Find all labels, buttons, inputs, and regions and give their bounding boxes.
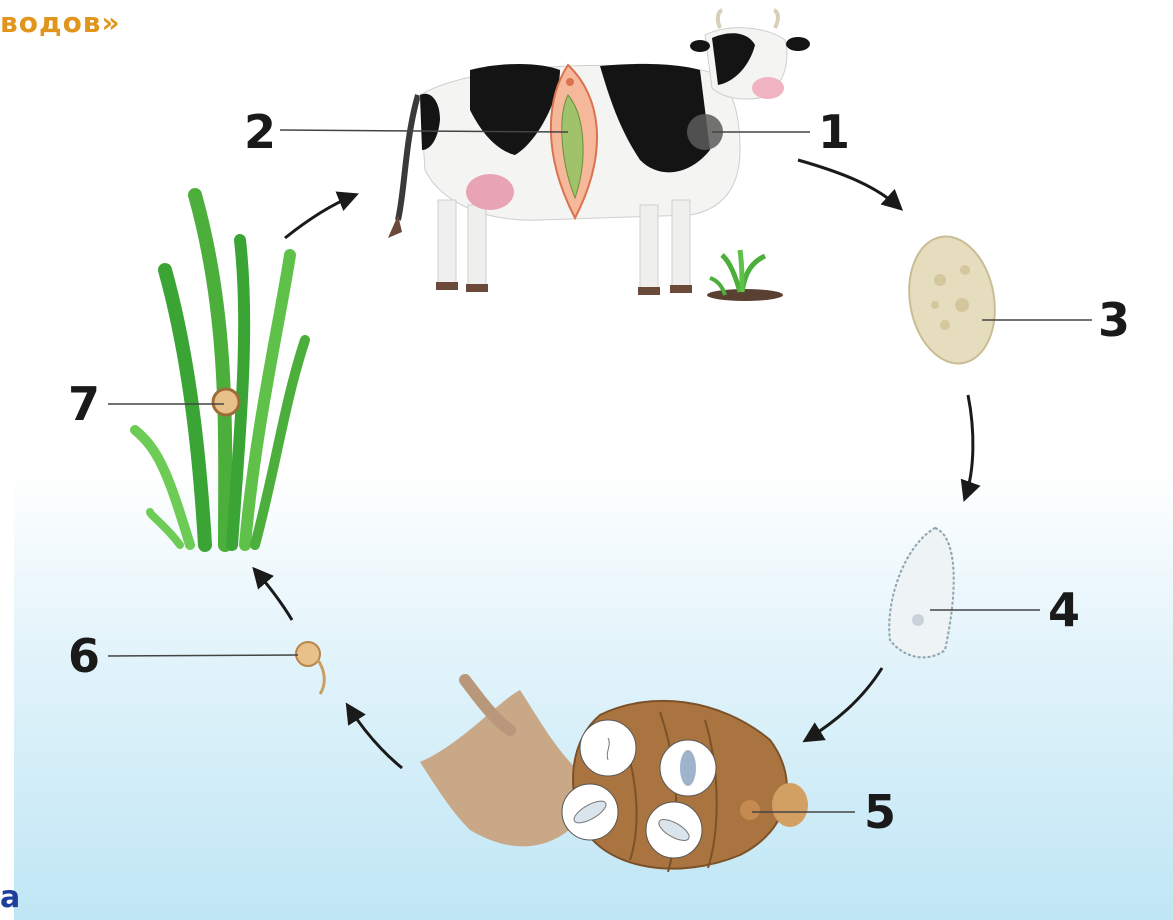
stage-label-3: 3 [1098, 293, 1130, 347]
stage-label-7: 7 [68, 377, 100, 431]
cycle-arrows [255, 160, 973, 768]
snail-illustration [420, 680, 808, 872]
small-plant-illustration [707, 250, 783, 301]
grass-illustration [135, 195, 305, 545]
stage-label-2: 2 [244, 105, 276, 159]
stage-label-6: 6 [68, 629, 100, 683]
cercaria-illustration [296, 642, 324, 694]
miracidium-illustration [889, 528, 953, 657]
cow-illustration [388, 10, 810, 295]
stage-label-5: 5 [864, 785, 896, 839]
egg-illustration [900, 230, 1005, 371]
stage-label-1: 1 [818, 105, 850, 159]
stage-label-4: 4 [1048, 583, 1080, 637]
